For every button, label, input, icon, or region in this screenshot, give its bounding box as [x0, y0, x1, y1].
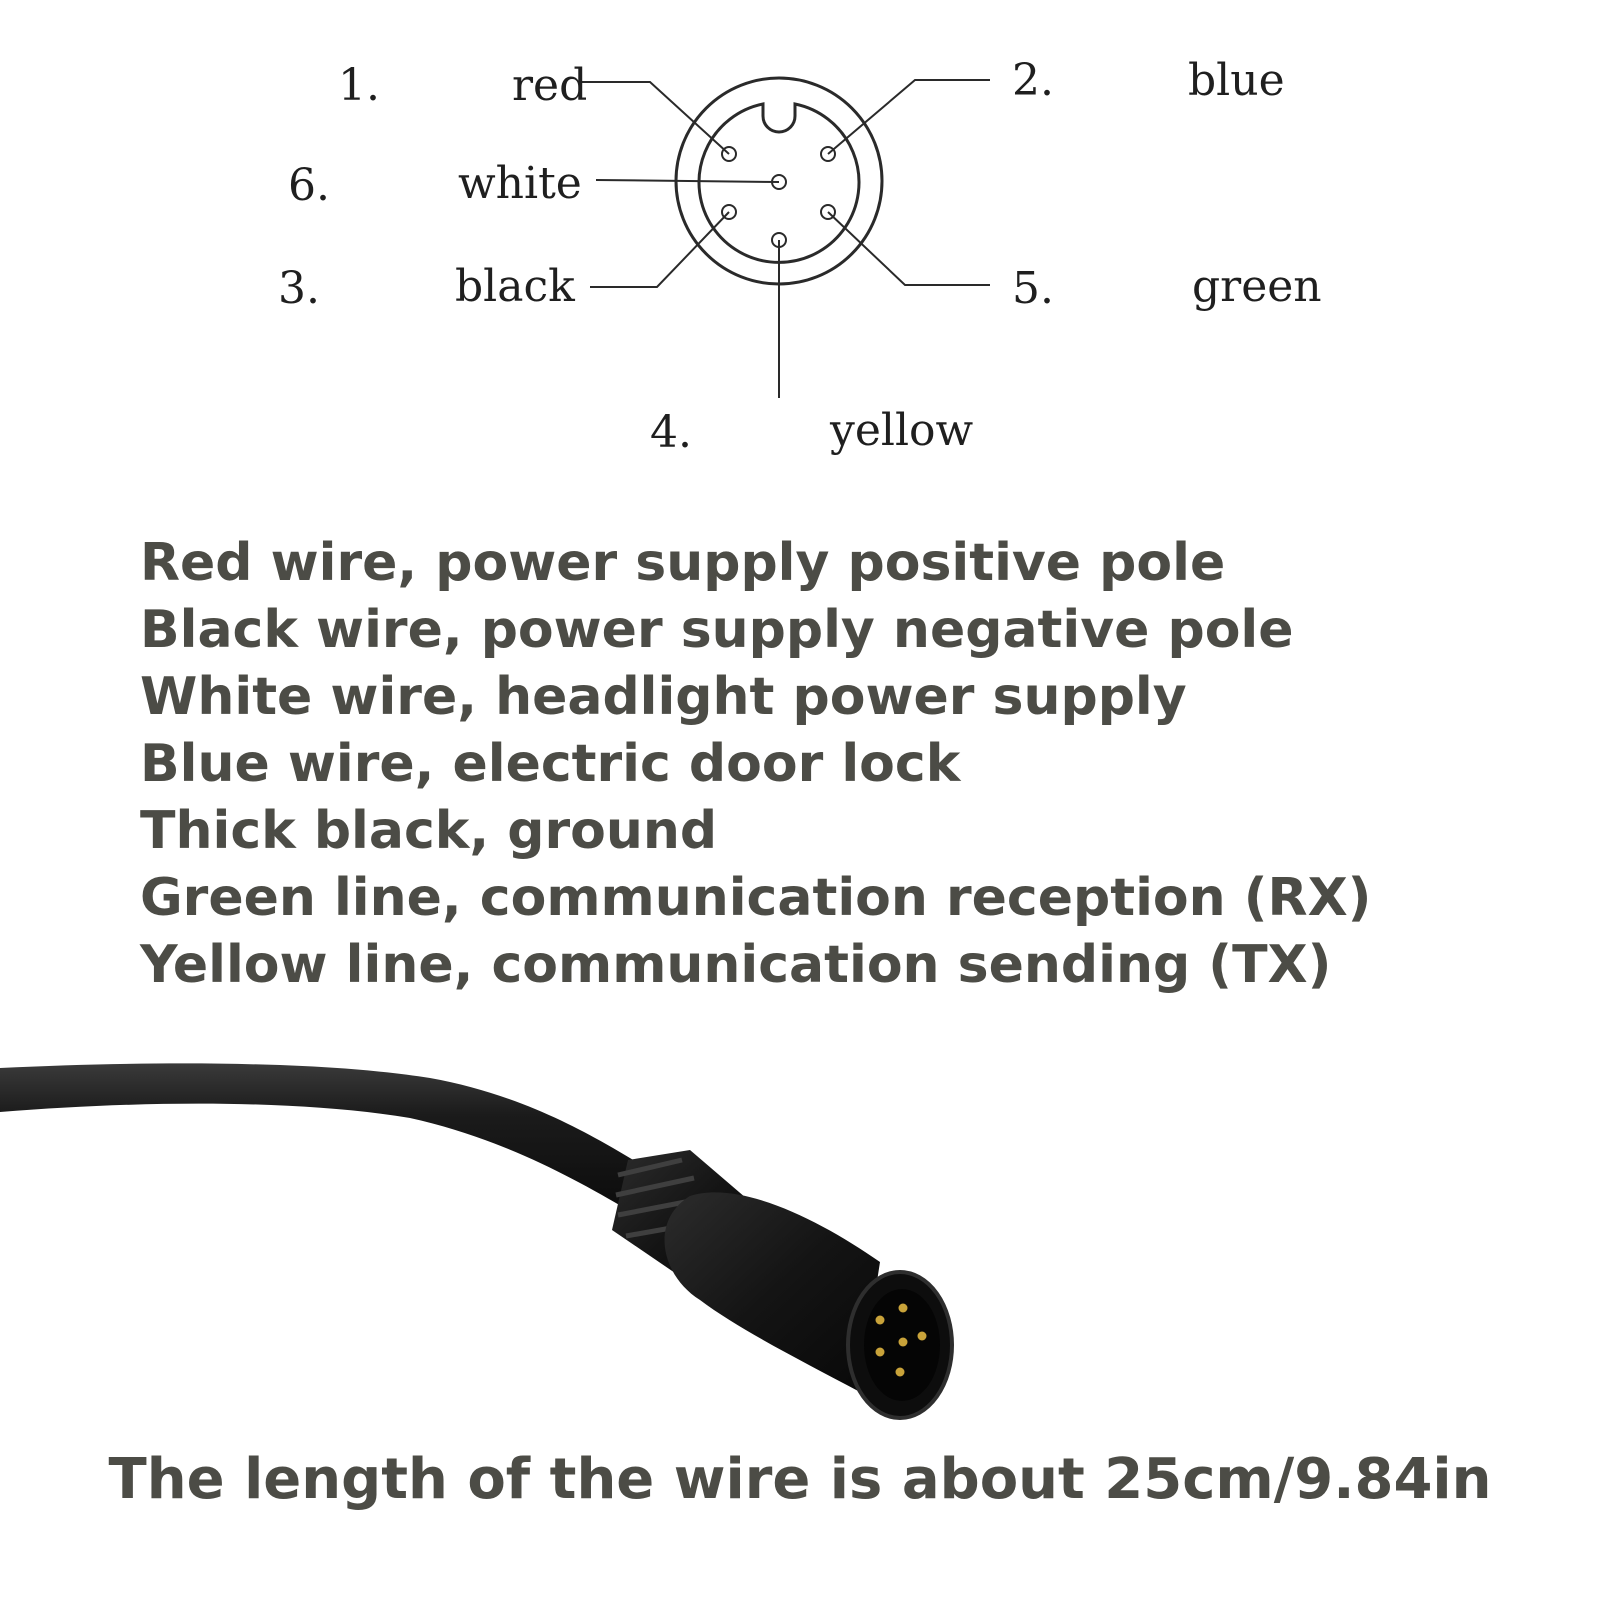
wire-function-green: Green line, communication reception (RX): [140, 868, 1372, 928]
pin-color-yellow: yellow: [829, 405, 974, 456]
cable: [0, 1063, 650, 1210]
connector-pinout-diagram: 1. red 2. blue 6. white 3. black 5. gree…: [278, 55, 1322, 458]
wire-function-red: Red wire, power supply positive pole: [140, 533, 1226, 593]
pin-number-1: 1.: [338, 60, 380, 111]
leader-line-green: [827, 211, 990, 286]
leader-line-white: [595, 179, 780, 183]
pin-color-red: red: [512, 60, 587, 111]
pin-number-6: 6.: [288, 160, 330, 211]
pin-number-3: 3.: [278, 263, 320, 314]
leader-line-blue: [827, 79, 990, 155]
leader-line-red: [580, 81, 730, 155]
wire-function-black: Black wire, power supply negative pole: [140, 600, 1294, 660]
pin-number-5: 5.: [1012, 263, 1054, 314]
wire-function-thick-black: Thick black, ground: [140, 801, 718, 861]
pin-number-4: 4.: [650, 407, 692, 458]
wire-function-yellow: Yellow line, communication sending (TX): [140, 935, 1332, 995]
pin-color-white: white: [458, 158, 582, 209]
connector-body: [664, 1192, 880, 1392]
wire-function-white: White wire, headlight power supply: [140, 667, 1187, 727]
wire-function-list: Red wire, power supply positive pole Bla…: [140, 530, 1560, 999]
leader-line-black: [590, 211, 730, 288]
pin-number-2: 2.: [1012, 55, 1054, 106]
wire-length-caption: The length of the wire is about 25cm/9.8…: [108, 1447, 1492, 1512]
pin-color-green: green: [1192, 261, 1322, 312]
pin-color-black: black: [455, 261, 575, 312]
connector-inner-ring: [697, 102, 861, 264]
cable-connector-photo: [0, 1063, 954, 1420]
wire-function-blue: Blue wire, electric door lock: [140, 734, 961, 794]
connector-gold-pins: [875, 1303, 927, 1377]
pin-color-blue: blue: [1188, 55, 1285, 106]
